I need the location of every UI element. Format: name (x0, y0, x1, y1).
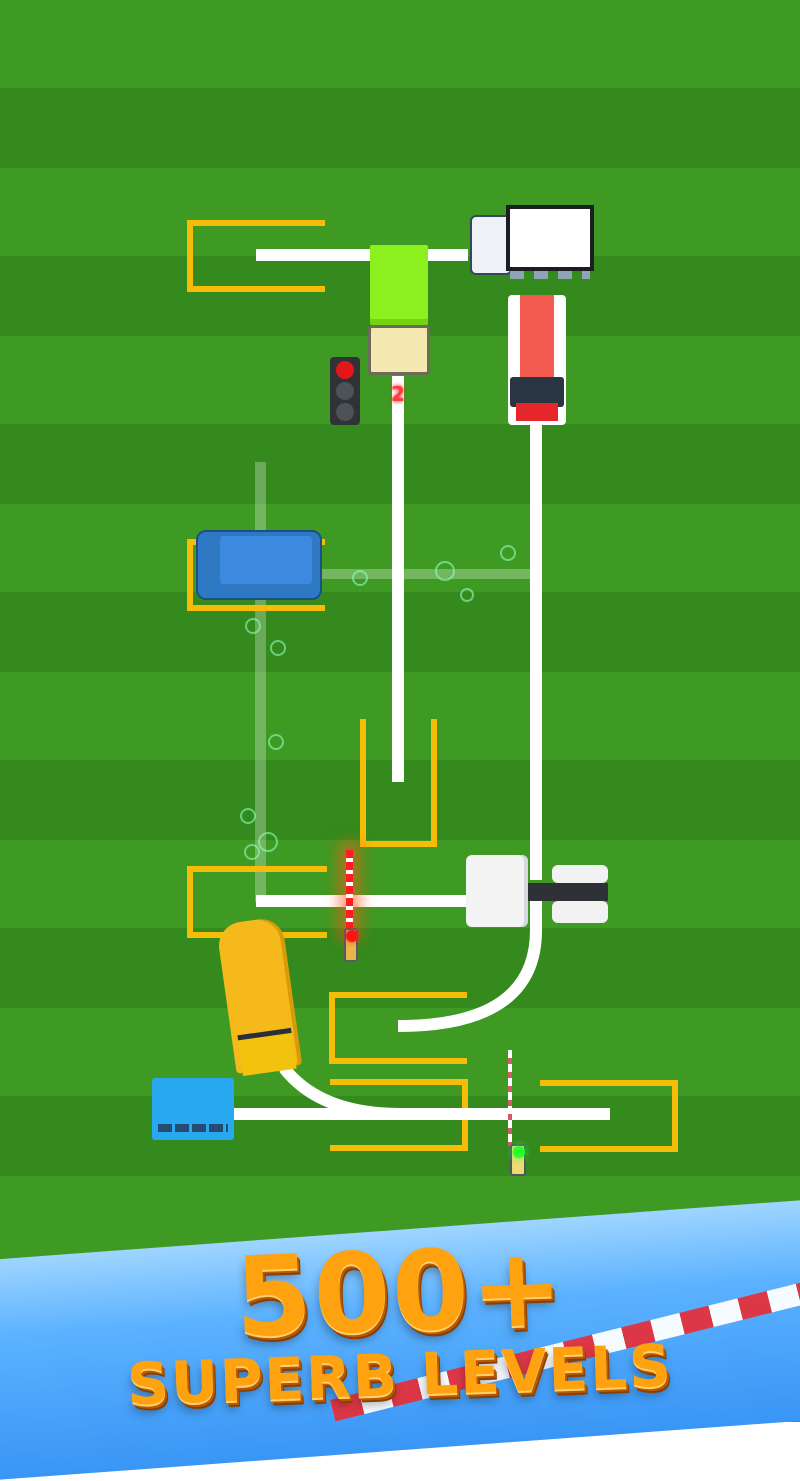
bubble (258, 832, 278, 852)
path-curves (0, 0, 800, 1200)
green-barrier-arm[interactable] (508, 1050, 512, 1146)
path-bottom-horizontal (232, 1108, 610, 1120)
red-lamp (346, 930, 358, 942)
red-lamp (336, 361, 354, 379)
ghost-path-vertical (255, 462, 266, 902)
truck-container (370, 245, 428, 325)
green-barrier-light (510, 1144, 526, 1176)
green-lamp (513, 1146, 525, 1158)
bubble (244, 844, 260, 860)
traffic-light-icon (330, 357, 360, 425)
tractor-chassis (528, 883, 608, 901)
red-barrier-light (344, 928, 358, 962)
red-barrier-arm[interactable] (346, 850, 353, 932)
green-lamp (336, 403, 354, 421)
tractor-cab (466, 855, 528, 927)
path-lime-vertical (392, 376, 404, 782)
path-mid-horizontal (256, 895, 468, 907)
truck-box (506, 205, 594, 271)
parking-slot-bottom-right (540, 1080, 678, 1152)
truck-wheels (510, 271, 590, 279)
bubble (270, 640, 286, 656)
bubble (460, 588, 474, 602)
order-badge: 2 (391, 382, 405, 406)
red-fire-truck[interactable] (508, 295, 566, 425)
ghost-path-horizontal (322, 569, 532, 579)
parking-slot-curve-end (329, 992, 467, 1064)
white-box-truck[interactable] (466, 205, 594, 281)
bus-hood (237, 1027, 297, 1076)
tractor-rear-wheels-top (552, 865, 608, 883)
bubble (500, 545, 516, 561)
white-semi-tractor[interactable] (466, 855, 614, 929)
parking-slot-top-left (187, 220, 325, 292)
bubble (268, 734, 284, 750)
truck-hood (516, 403, 558, 421)
bus-windows (158, 1124, 228, 1132)
amber-lamp (336, 382, 354, 400)
bubble (245, 618, 261, 634)
blue-van[interactable] (196, 530, 322, 600)
bubble (240, 808, 256, 824)
cyan-bus[interactable] (152, 1078, 234, 1140)
lime-garbage-truck[interactable] (366, 245, 432, 375)
bubble (435, 561, 455, 581)
truck-cab (368, 325, 430, 375)
path-fire-vertical (530, 424, 542, 880)
grass-playfield: 2 (0, 0, 800, 1422)
bubble (352, 570, 368, 586)
parking-slot-vertical (360, 719, 437, 847)
van-roof (220, 536, 312, 584)
truck-cab (510, 377, 564, 407)
tractor-rear-wheels-bottom (552, 901, 608, 923)
